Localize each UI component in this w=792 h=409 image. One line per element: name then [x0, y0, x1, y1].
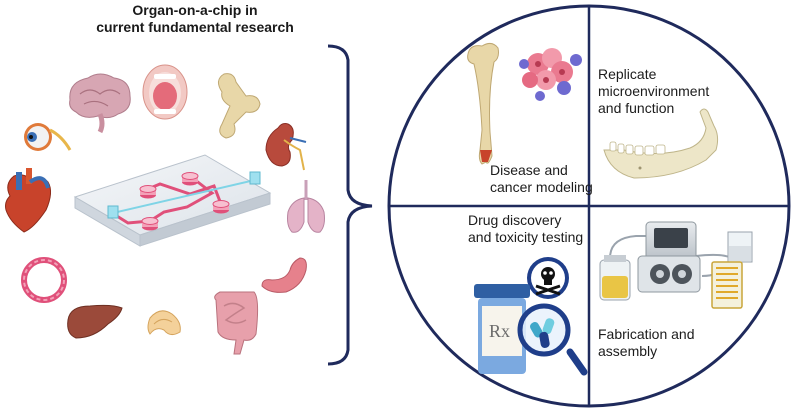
pancreas-icon	[147, 310, 181, 336]
bone-icon	[218, 73, 261, 139]
peristaltic-pump-icon	[637, 221, 701, 293]
quadrant-label-fabrication: Fabrication and assembly	[598, 326, 695, 360]
mouth-icon	[142, 64, 188, 120]
label-line: Replicate	[598, 66, 657, 82]
toxicity-skull-icon	[527, 257, 569, 299]
label-line: cancer modeling	[490, 179, 593, 195]
chip-well	[181, 172, 199, 186]
cancer-cells-icon	[519, 48, 582, 101]
label-line: microenvironment	[598, 83, 710, 99]
curly-bracket	[327, 44, 373, 366]
fabrication-setup-icon	[599, 221, 753, 309]
label-line: Fabrication and	[598, 326, 695, 342]
chip-port	[107, 205, 119, 219]
chip-wells	[139, 172, 230, 231]
long-bone-icon	[467, 42, 499, 165]
label-line: assembly	[598, 343, 658, 359]
liver-icon	[67, 304, 123, 339]
brain-icon	[69, 73, 131, 134]
chip-holder-icon	[711, 261, 743, 309]
rx-label: Rx	[489, 321, 510, 341]
chip-well	[212, 200, 230, 214]
quadrant-label-drug-discovery: Drug discovery and toxicity testing	[468, 212, 583, 246]
label-line: and function	[598, 100, 675, 116]
organ-chip-device	[73, 154, 272, 247]
chip-well	[141, 217, 159, 231]
eye-icon	[24, 123, 72, 151]
title-line-2: current fundamental research	[96, 19, 294, 35]
figure-title: Organ-on-a-chip in current fundamental r…	[60, 2, 330, 36]
heart-icon	[5, 168, 52, 233]
quadrant-label-disease: Disease and cancer modeling	[490, 162, 593, 196]
chip-port	[249, 171, 261, 185]
kidney-icon	[265, 123, 307, 171]
magnifier-icon	[517, 303, 588, 376]
chip-well	[139, 185, 157, 199]
lungs-icon	[287, 180, 325, 233]
intestine-icon	[214, 291, 259, 355]
beaker-icon	[727, 231, 753, 263]
media-reservoir-icon	[599, 255, 631, 301]
label-line: Disease and	[490, 162, 568, 178]
pill-bottle-icon: Rx	[474, 284, 530, 374]
quadrant-label-microenvironment: Replicate microenvironment and function	[598, 66, 709, 117]
research-areas-circle	[387, 4, 791, 408]
jaw-bone-icon	[603, 108, 719, 179]
title-line-1: Organ-on-a-chip in	[132, 2, 258, 18]
label-line: and toxicity testing	[468, 229, 584, 245]
blood-vessel-icon	[21, 257, 67, 303]
label-line: Drug discovery	[468, 212, 562, 228]
stomach-icon	[261, 257, 307, 293]
